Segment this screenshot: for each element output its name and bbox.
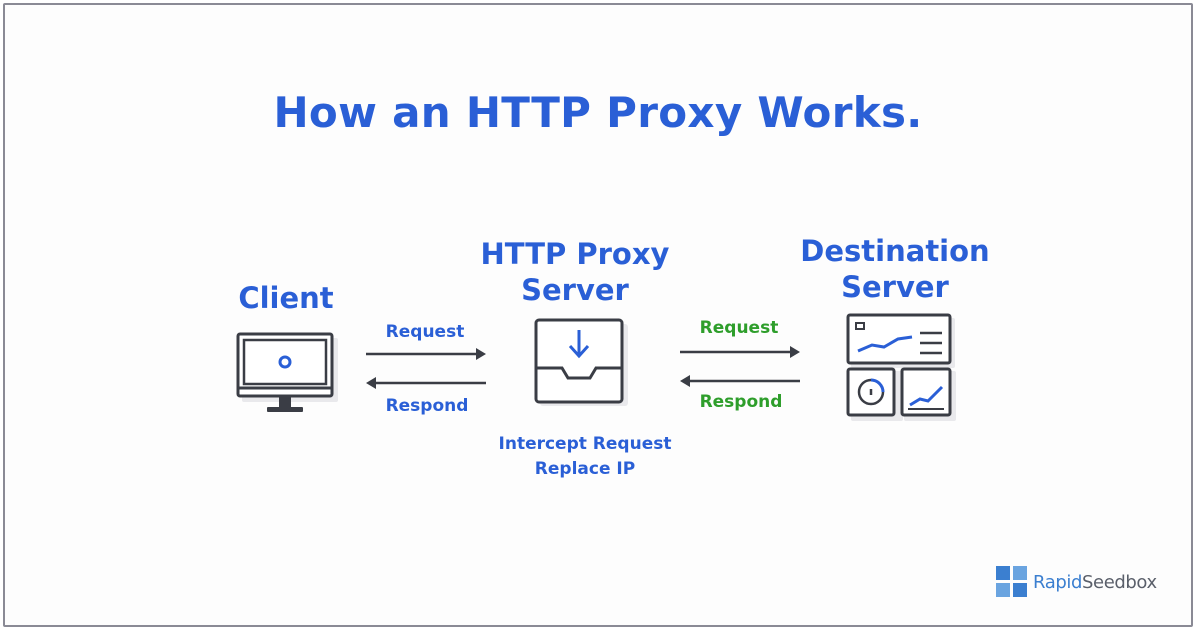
proxy-label-line2: Server [521,273,629,307]
respond-arrow-destination-to-proxy [680,375,800,387]
dashboard-icon [846,313,956,421]
brand-name-part2: Seedbox [1082,571,1157,593]
proxy-respond-label: Respond [699,392,783,412]
rapidseedbox-logo-icon [996,566,1027,597]
diagram-title: How an HTTP Proxy Works. [273,88,923,137]
proxy-note-line1: Intercept Request [498,434,672,454]
client-label: Client [238,281,334,315]
diagram-frame [3,3,1193,627]
brand-name: RapidSeedbox [1033,572,1157,593]
proxy-note-line2: Replace IP [534,459,636,479]
brand-logo: RapidSeedbox [995,565,1157,599]
client-respond-label: Respond [385,396,469,416]
request-arrow-proxy-to-destination [680,346,800,358]
proxy-label-line1: HTTP Proxy [480,237,670,271]
destination-label: Destination Server [780,233,1010,305]
proxy-note: Intercept Request Replace IP [480,432,690,482]
client-request-label: Request [385,322,465,342]
destination-label-line1: Destination [800,234,990,268]
computer-monitor-icon [236,332,338,412]
inbox-tray-icon [534,318,628,406]
destination-label-line2: Server [841,270,949,304]
request-arrow-client-to-proxy [366,348,486,360]
respond-arrow-proxy-to-client [366,377,486,389]
proxy-request-label: Request [699,318,779,338]
brand-name-part1: Rapid [1033,571,1082,593]
proxy-label: HTTP Proxy Server [460,236,690,308]
